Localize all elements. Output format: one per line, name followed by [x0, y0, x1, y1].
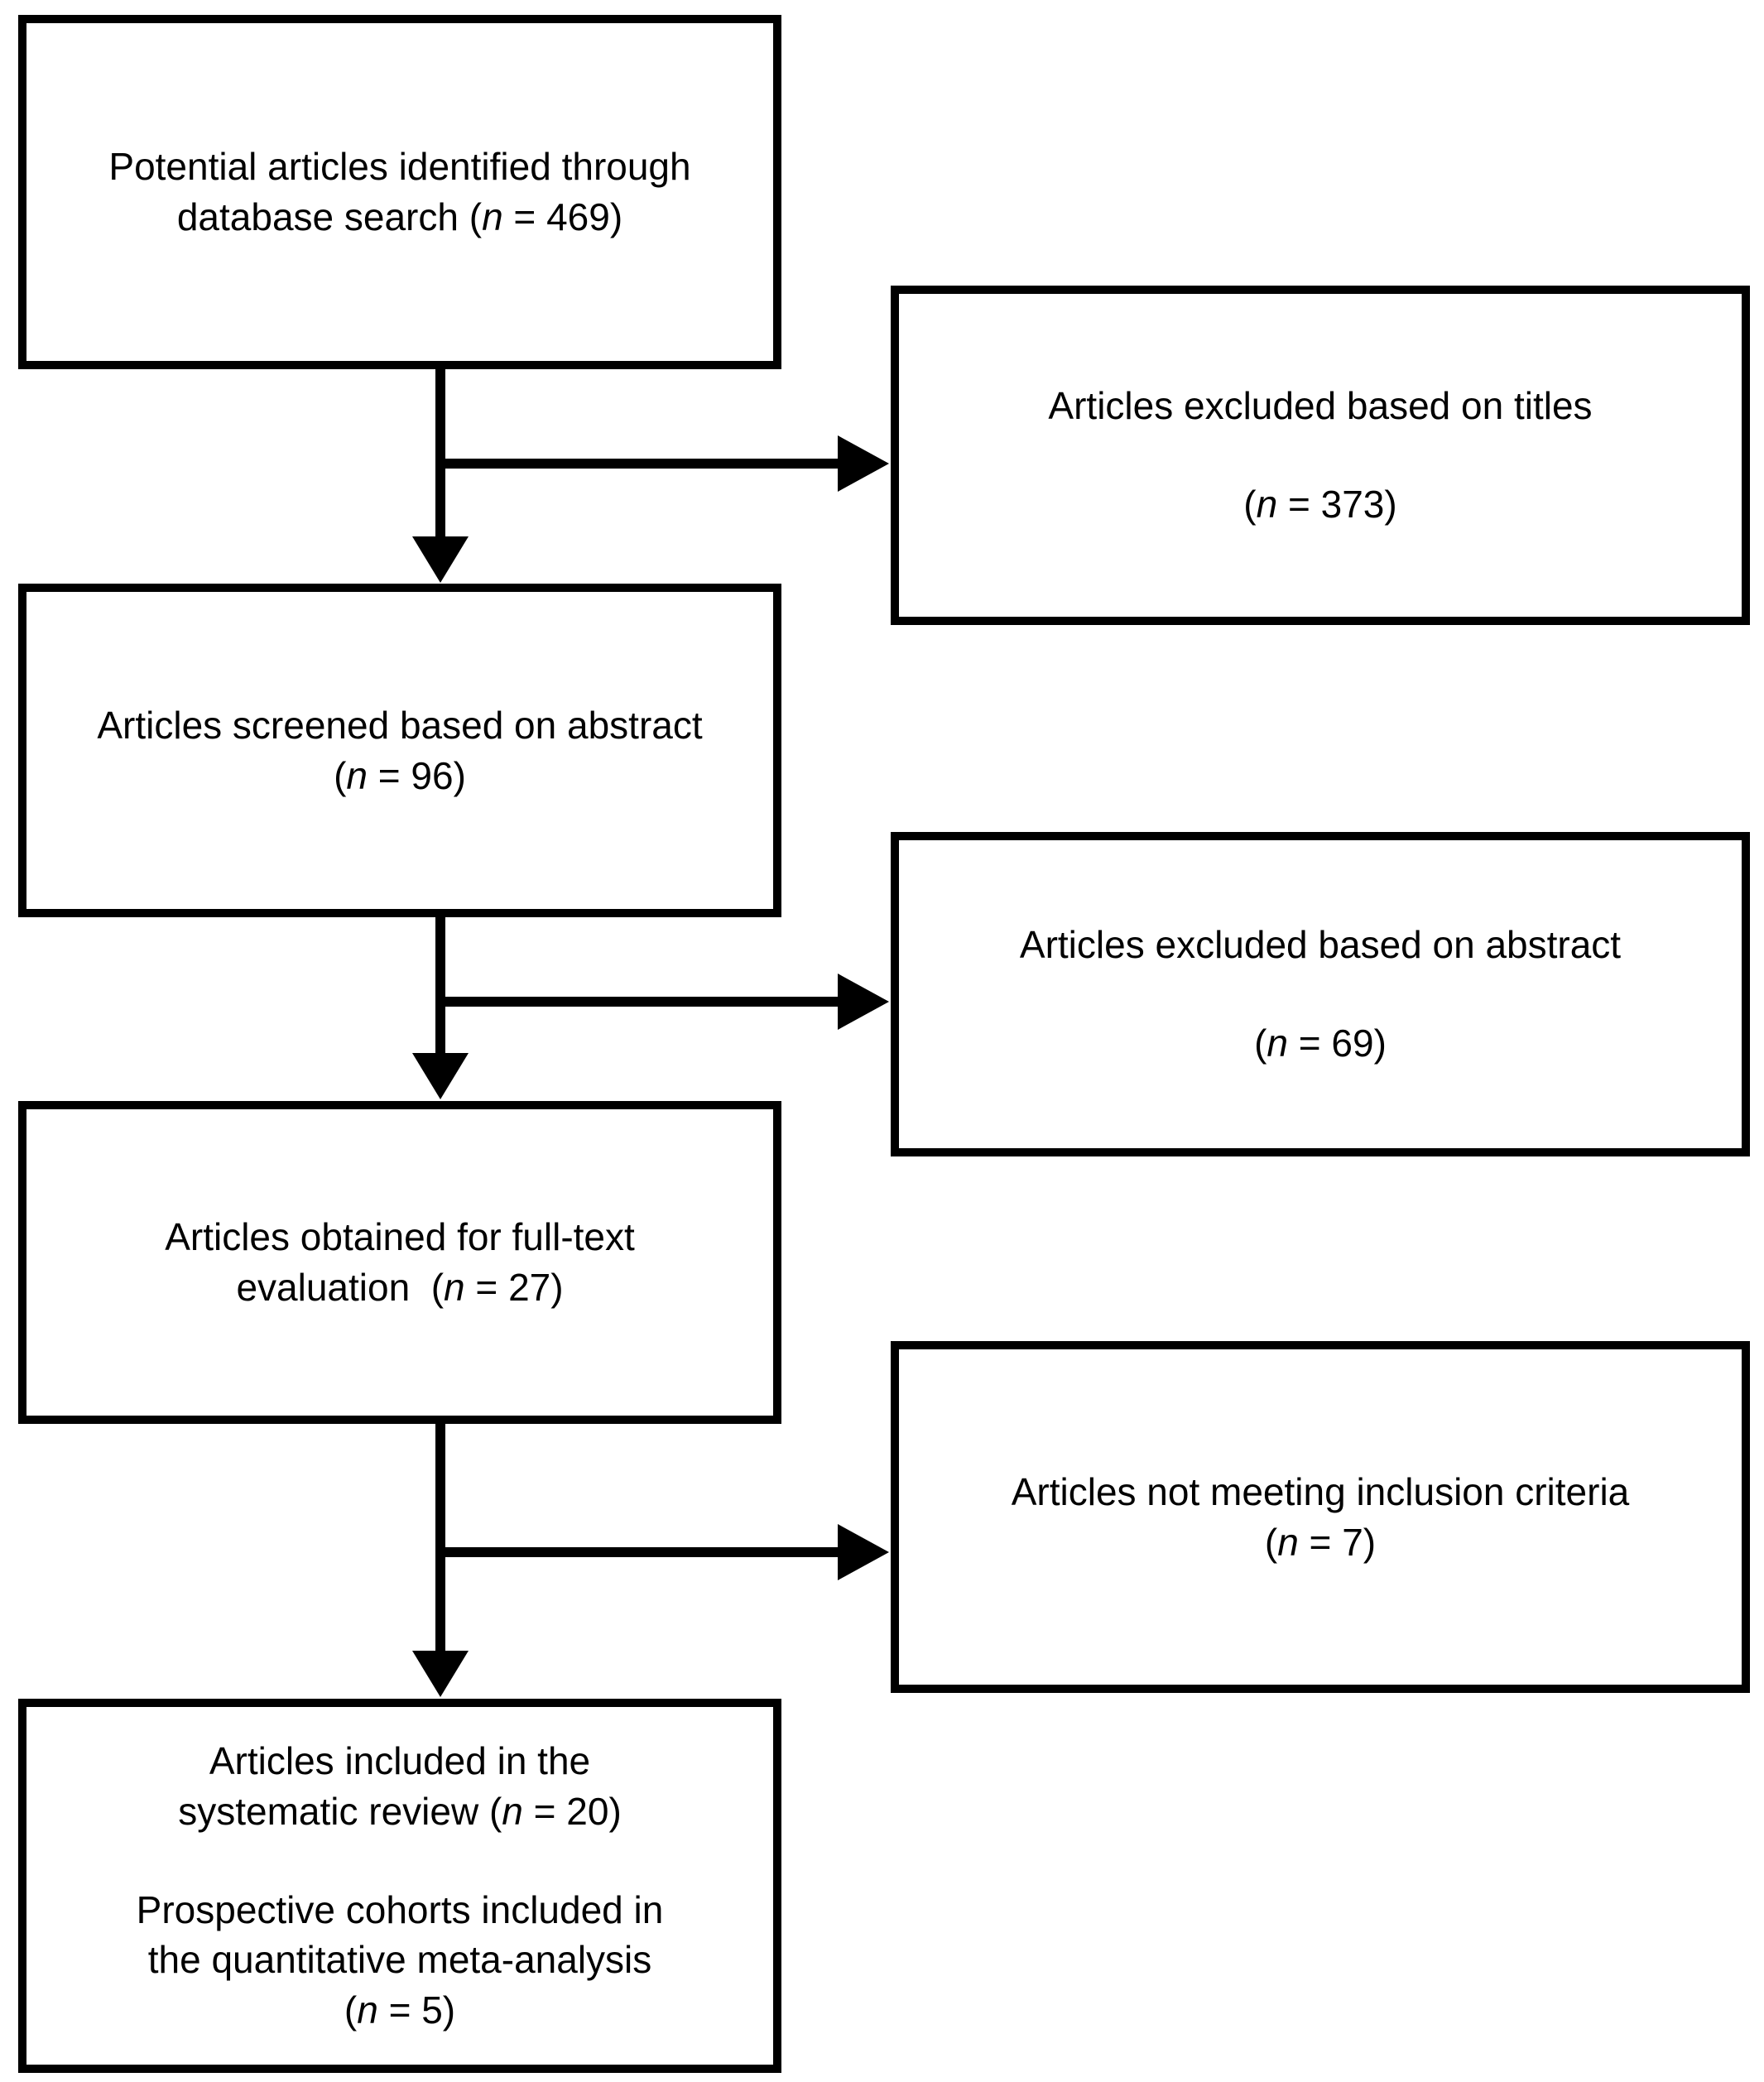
text-segment: systematic review (: [178, 1789, 502, 1833]
text-segment: = 5): [377, 1988, 456, 2032]
arrowhead-right-not-meeting: [838, 1524, 889, 1580]
variable-n: n: [1256, 483, 1278, 526]
text-segment: = 27): [464, 1266, 564, 1309]
variable-n: n: [1267, 1022, 1288, 1065]
variable-n: n: [502, 1789, 523, 1833]
text-line: Articles excluded based on titles: [1048, 381, 1592, 431]
paragraph: Articles excluded based on titles: [1048, 381, 1592, 431]
text-line: Articles included in the: [178, 1736, 622, 1786]
variable-n: n: [482, 195, 503, 238]
text-segment: the quantitative meta-analysis: [147, 1938, 652, 1982]
text-segment: Prospective cohorts included in: [136, 1887, 664, 1931]
paragraph: Articles excluded based on abstract: [1020, 920, 1621, 970]
text-line: the quantitative meta-analysis: [137, 1935, 664, 1985]
arrowhead-right-excluded-abstract: [838, 974, 889, 1030]
paragraph: (n = 373): [1243, 479, 1396, 530]
arrowhead-down-screened: [412, 536, 469, 583]
flow-node-excluded-titles: Articles excluded based on titles (n = 37…: [891, 286, 1750, 625]
text-line: (n = 69): [1254, 1018, 1387, 1069]
arrowhead-down-fulltext: [412, 1053, 469, 1099]
text-line: (n = 373): [1243, 479, 1396, 530]
variable-n: n: [357, 1988, 378, 2032]
text-segment: = 469): [502, 195, 623, 238]
text-segment: (: [334, 753, 347, 797]
text-line: systematic review (n = 20): [178, 1786, 622, 1837]
text-line: database search (n = 469): [108, 192, 690, 243]
text-segment: Articles excluded based on titles: [1048, 384, 1593, 428]
text-line: Articles screened based on abstract: [97, 700, 702, 751]
text-segment: Articles obtained for full-text: [165, 1215, 635, 1259]
variable-n: n: [346, 753, 368, 797]
text-segment: evaluation (: [236, 1266, 445, 1309]
text-segment: Articles excluded based on abstract: [1019, 923, 1622, 967]
text-segment: = 373): [1277, 483, 1397, 526]
text-line: (n = 7): [1012, 1517, 1630, 1568]
text-line: Prospective cohorts included in: [137, 1885, 664, 1935]
paragraph: Articles screened based on abstract(n = …: [97, 700, 702, 801]
text-segment: = 69): [1288, 1022, 1387, 1065]
paragraph: Articles not meeting inclusion criteria(…: [1012, 1467, 1630, 1567]
text-segment: database search (: [176, 195, 483, 238]
text-segment: = 7): [1298, 1520, 1377, 1564]
text-segment: Articles included in the: [209, 1739, 591, 1783]
flow-node-screened: Articles screened based on abstract(n = …: [18, 584, 781, 917]
variable-n: n: [1277, 1520, 1299, 1564]
text-segment: (: [1264, 1520, 1278, 1564]
text-segment: Potential articles identified through: [108, 145, 691, 189]
paragraph: Prospective cohorts included in the quant…: [137, 1885, 664, 2036]
arrowhead-right-excluded-titles: [838, 435, 889, 492]
text-line: Articles not meeting inclusion criteria: [1012, 1467, 1630, 1517]
text-segment: = 96): [367, 753, 466, 797]
arrowhead-down-included: [412, 1651, 469, 1697]
text-line: (n = 96): [97, 751, 702, 801]
text-segment: (: [1254, 1022, 1267, 1065]
text-segment: = 20): [522, 1789, 622, 1833]
flow-node-not-meeting-criteria: Articles not meeting inclusion criteria(…: [891, 1341, 1750, 1693]
text-segment: Articles not meeting inclusion criteria: [1011, 1469, 1630, 1513]
text-line: (n = 5): [137, 1985, 664, 2036]
text-line: Articles obtained for full-text: [165, 1212, 635, 1262]
paragraph: (n = 69): [1254, 1018, 1387, 1069]
text-line: evaluation (n = 27): [165, 1262, 635, 1313]
text-line: Potential articles identified through: [108, 142, 690, 192]
text-segment: (: [344, 1988, 358, 2032]
flow-node-excluded-abstract: Articles excluded based on abstract (n = …: [891, 832, 1750, 1156]
text-segment: Articles screened based on abstract: [97, 703, 703, 747]
variable-n: n: [444, 1266, 465, 1309]
text-line: Articles excluded based on abstract: [1020, 920, 1621, 970]
text-segment: (: [1243, 483, 1257, 526]
